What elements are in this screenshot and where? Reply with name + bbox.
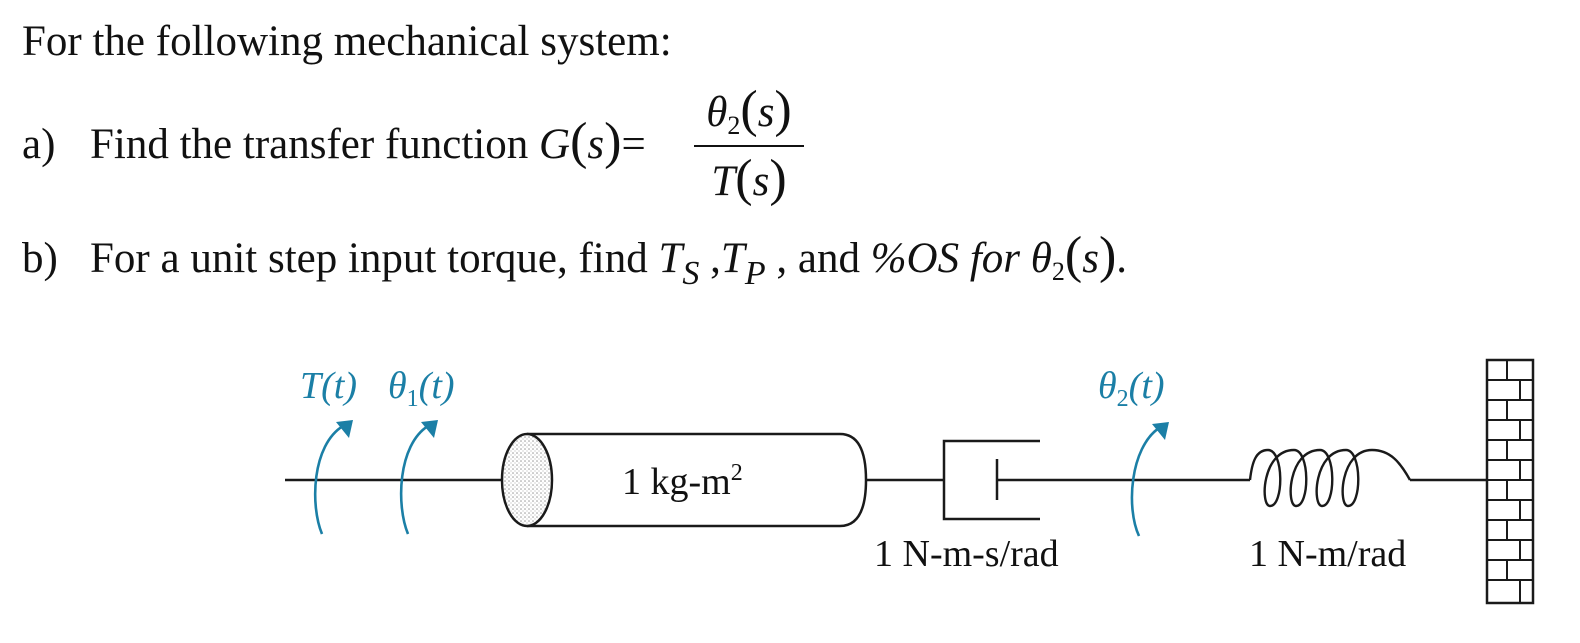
theta2-arrow-icon (1130, 422, 1169, 537)
inertia-label: 1 kg-m2 (622, 460, 743, 503)
paren-open: ( (570, 113, 588, 170)
theta1-label: θ1(t) (388, 365, 455, 412)
part-a-text: Find the transfer function (90, 121, 529, 168)
settling-time-symbol: T (658, 235, 683, 282)
intro-text: For the following mechanical system: (22, 18, 672, 65)
fixed-wall-icon (1485, 358, 1535, 605)
theta1-arrow-icon (399, 420, 438, 535)
theta2-label: θ2(t) (1098, 365, 1165, 412)
damper-label: 1 N-m-s/rad (874, 533, 1059, 575)
part-b-text: For a unit step input torque, find (90, 235, 648, 282)
damper-icon (942, 439, 1040, 521)
part-b-label: b) (22, 235, 58, 282)
equals-sign: = (621, 121, 646, 168)
transfer-function-arg: s (587, 121, 605, 168)
paren-close: ) (604, 113, 622, 170)
fraction-numerator: θ2(s) (706, 81, 792, 140)
torque-arrow-icon (313, 420, 353, 535)
torque-label: T(t) (300, 365, 357, 407)
spring-label: 1 N-m/rad (1249, 533, 1406, 575)
transfer-function-fraction: θ2(s) T(s) (694, 84, 804, 205)
spring-icon (1248, 448, 1487, 508)
part-b: b)For a unit step input torque, find TS … (22, 227, 1128, 292)
transfer-function-name: G (539, 121, 571, 168)
percent-overshoot-symbol: %OS (870, 235, 960, 282)
part-a: a) Find the transfer function G(s)= (22, 116, 646, 168)
part-a-label: a) (22, 121, 56, 168)
fraction-bar (694, 145, 804, 147)
fraction-denominator: T(s) (711, 150, 787, 207)
peak-time-symbol: T (720, 235, 745, 282)
inertia-cylinder (500, 432, 868, 528)
